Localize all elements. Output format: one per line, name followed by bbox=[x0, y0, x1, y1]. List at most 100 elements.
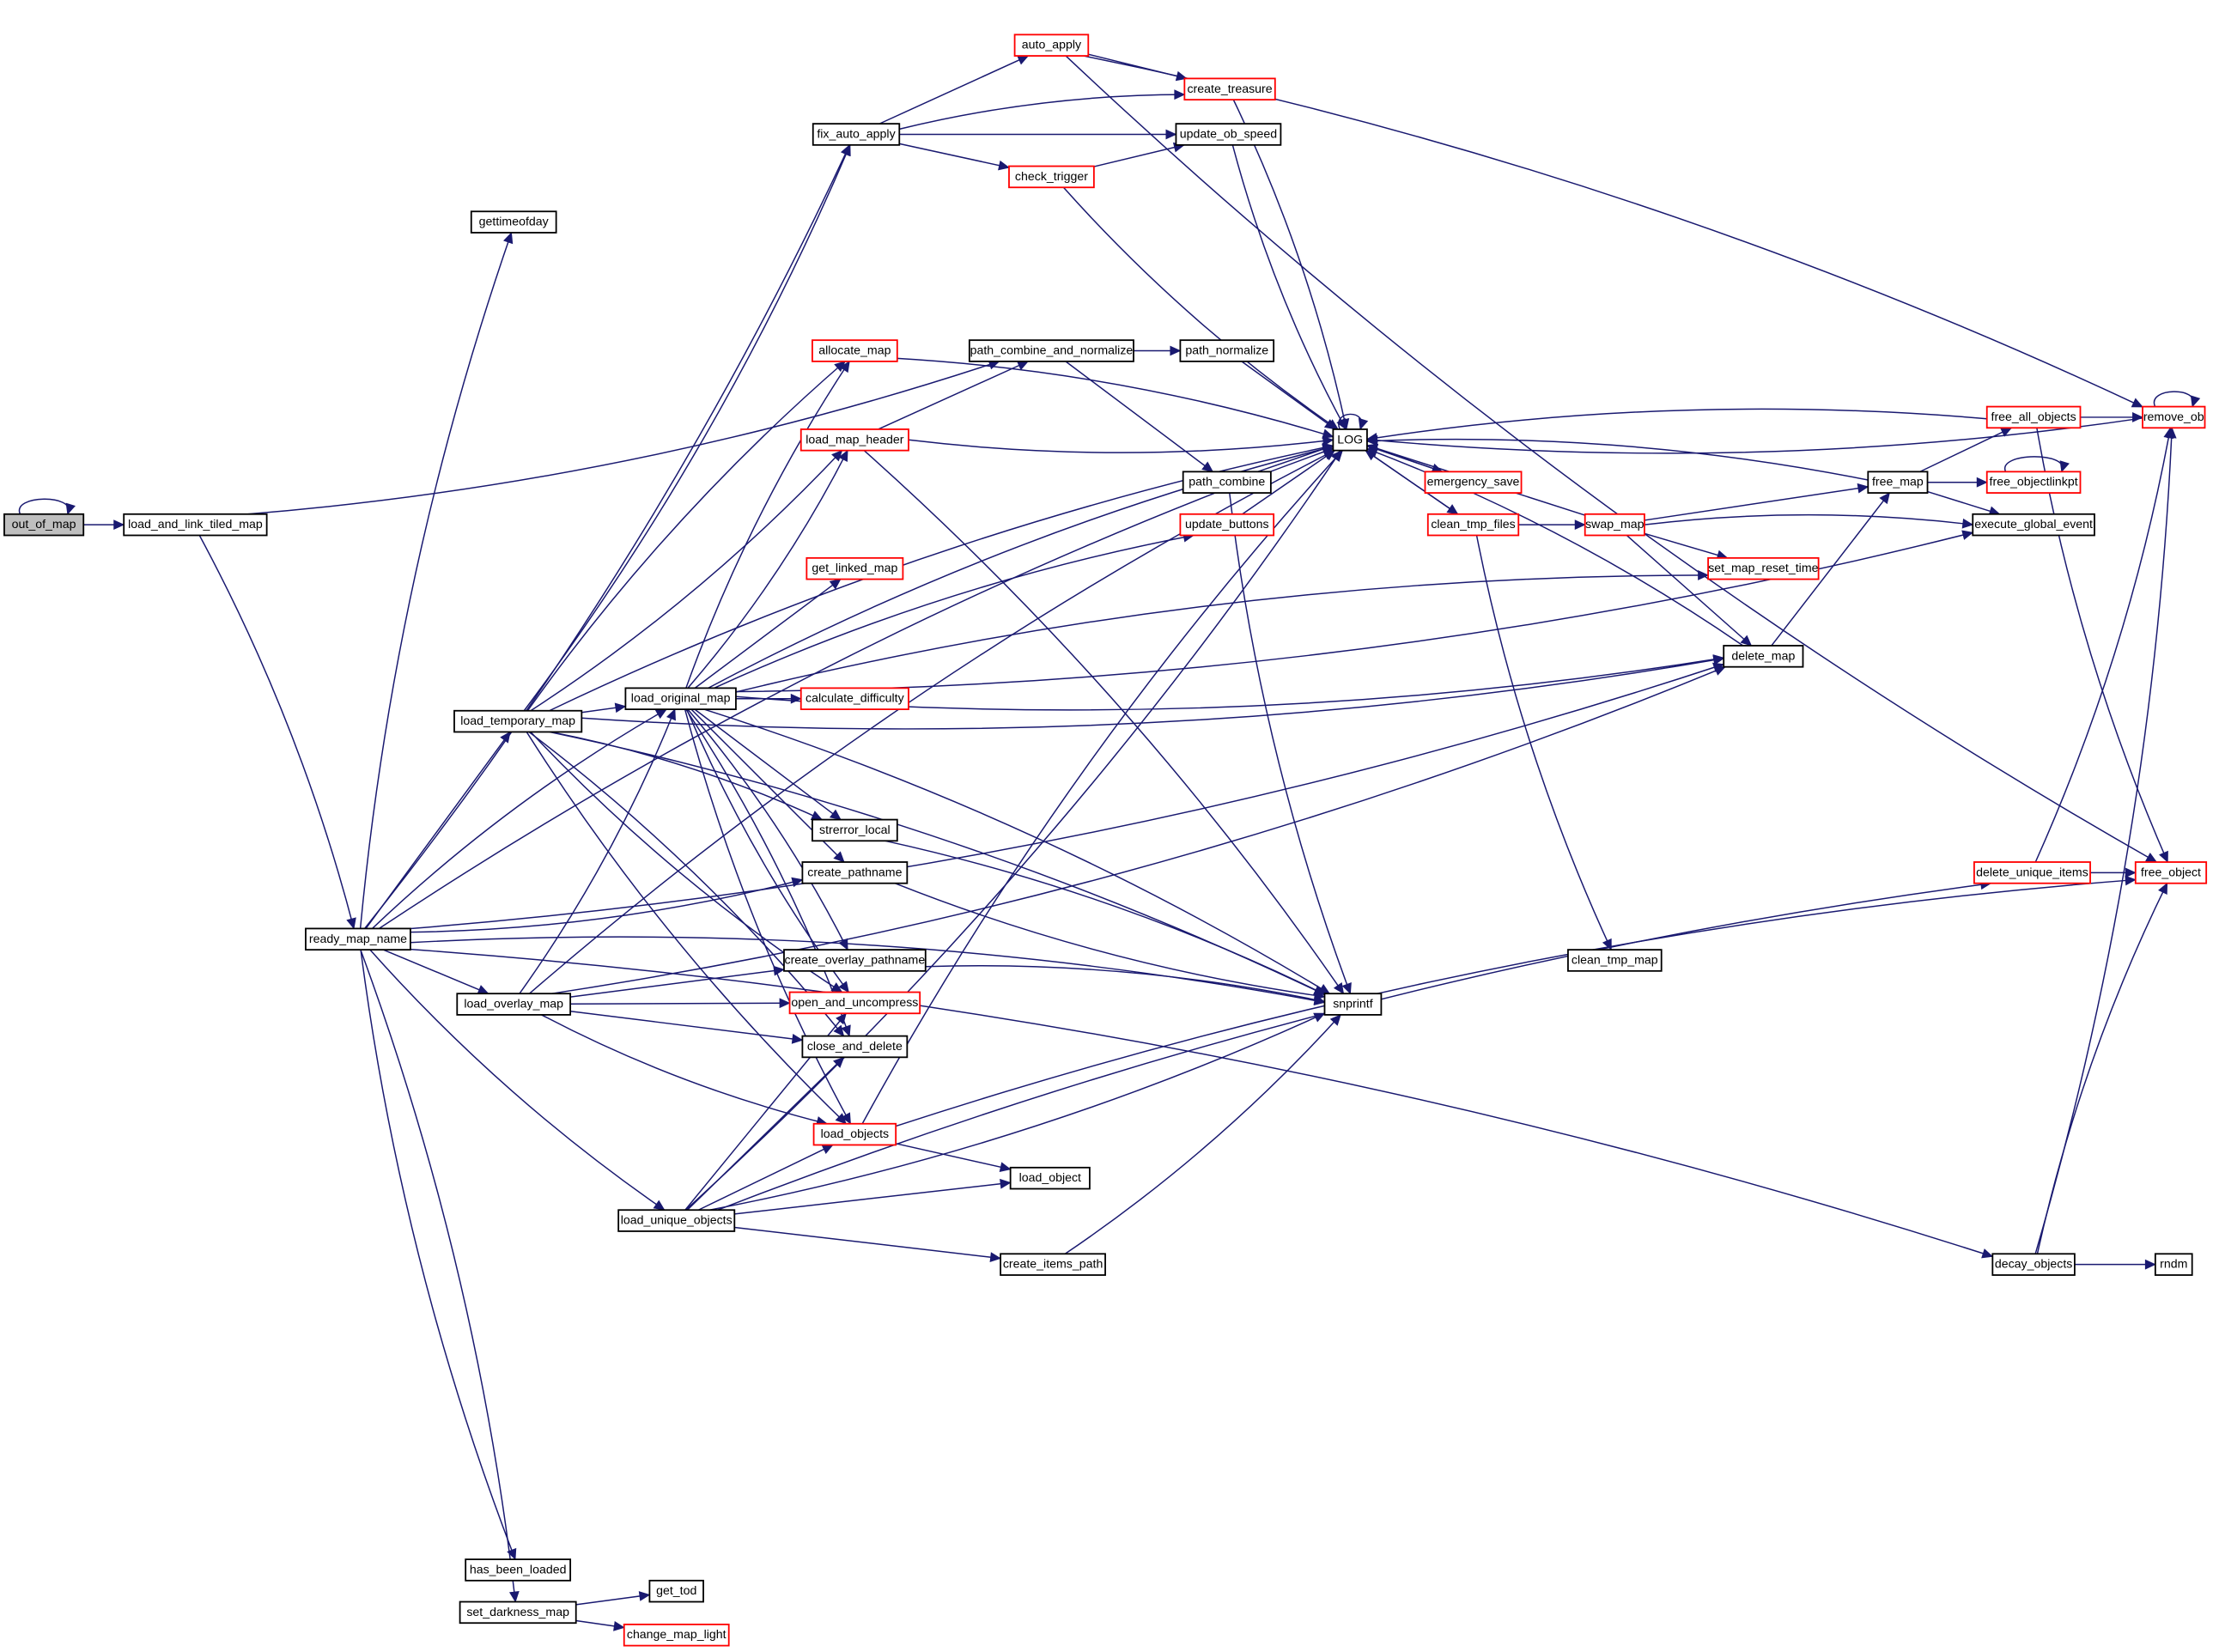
node-delete-map[interactable]: delete_map bbox=[1723, 645, 1804, 668]
edge-swap-map-to-free-map bbox=[1644, 486, 1869, 521]
node-label: LOG bbox=[1337, 433, 1363, 446]
node-update-ob-speed[interactable]: update_ob_speed bbox=[1175, 123, 1282, 146]
node-gettimeofday[interactable]: gettimeofday bbox=[470, 210, 557, 234]
edge-clean-tmp-files-to-clean-tmp-map bbox=[1475, 535, 1612, 951]
arrowhead-set-darkness-map-to-change-map-light bbox=[613, 1620, 625, 1631]
node-change-map-light[interactable]: change_map_light bbox=[623, 1623, 730, 1647]
node-snprintf[interactable]: snprintf bbox=[1323, 993, 1383, 1016]
node-create-pathname[interactable]: create_pathname bbox=[801, 861, 909, 884]
arrowhead-delete-unique-items-to-free-object bbox=[2125, 867, 2137, 878]
node-has-been-loaded[interactable]: has_been_loaded bbox=[465, 1558, 572, 1582]
node-calculate-difficulty[interactable]: calculate_difficulty bbox=[799, 687, 909, 711]
node-label: free_all_objects bbox=[1991, 410, 2076, 424]
arrowhead-path-normalize-to-log bbox=[1323, 419, 1336, 430]
node-label: clean_tmp_files bbox=[1431, 518, 1515, 531]
node-label: load_and_link_tiled_map bbox=[128, 518, 263, 531]
node-get-linked-map[interactable]: get_linked_map bbox=[806, 556, 904, 580]
edge-load-temporary-map-to-delete-map bbox=[581, 658, 1724, 730]
node-label: path_normalize bbox=[1185, 344, 1268, 358]
node-set-darkness-map[interactable]: set_darkness_map bbox=[459, 1600, 577, 1625]
node-create-items-path[interactable]: create_items_path bbox=[1000, 1253, 1106, 1276]
arrowhead-auto-apply-to-free-object bbox=[2144, 852, 2158, 863]
edge-free-map-to-free-all-objects bbox=[1919, 427, 2012, 473]
edge-load-unique-objects-to-log bbox=[684, 450, 1342, 1211]
edge-load-original-map-to-close-and-delete bbox=[685, 708, 850, 1036]
node-label: load_unique_objects bbox=[621, 1214, 733, 1228]
node-load-temporary-map[interactable]: load_temporary_map bbox=[453, 709, 583, 733]
node-log[interactable]: LOG bbox=[1332, 428, 1368, 452]
node-box bbox=[799, 687, 909, 711]
node-box bbox=[1179, 339, 1275, 362]
node-load-and-link-tiled-map[interactable]: load_and_link_tiled_map bbox=[123, 513, 268, 537]
edge-create-pathname-to-snprintf bbox=[894, 883, 1325, 998]
node-path-combine[interactable]: path_combine bbox=[1182, 471, 1272, 494]
edge-load-overlay-map-to-open-and-uncompress bbox=[570, 1002, 790, 1005]
node-create-treasure[interactable]: create_treasure bbox=[1183, 77, 1276, 101]
node-decay-objects[interactable]: decay_objects bbox=[1991, 1253, 2076, 1276]
node-get-tod[interactable]: get_tod bbox=[648, 1579, 704, 1603]
node-path-normalize[interactable]: path_normalize bbox=[1179, 339, 1275, 362]
node-emergency-save[interactable]: emergency_save bbox=[1424, 471, 1523, 494]
node-label: create_overlay_pathname bbox=[784, 953, 925, 967]
node-load-unique-objects[interactable]: load_unique_objects bbox=[617, 1209, 736, 1232]
node-ready-map-name[interactable]: ready_map_name bbox=[305, 927, 411, 951]
node-check-trigger[interactable]: check_trigger bbox=[1008, 165, 1095, 189]
arrowhead-log-to-log bbox=[1358, 417, 1369, 430]
edge-ready-map-name-to-fix-auto-apply bbox=[364, 144, 851, 929]
node-box bbox=[2142, 405, 2206, 429]
arrowhead-delete-map-to-free-map bbox=[1879, 492, 1890, 505]
node-layer: out_of_map load_and_link_tiled_map ready_m… bbox=[3, 33, 2208, 1647]
node-box bbox=[1000, 1253, 1106, 1276]
node-open-and-uncompress[interactable]: open_and_uncompress bbox=[788, 991, 921, 1015]
node-out-of-map[interactable]: out_of_map bbox=[3, 513, 85, 537]
node-clean-tmp-files[interactable]: clean_tmp_files bbox=[1426, 513, 1520, 537]
node-box bbox=[968, 339, 1134, 362]
edge-delete-map-to-free-map bbox=[1771, 492, 1890, 647]
node-box bbox=[3, 513, 85, 537]
node-path-combine-and-normalize[interactable]: path_combine_and_normalize bbox=[968, 339, 1134, 362]
node-free-all-objects[interactable]: free_all_objects bbox=[1985, 405, 2082, 429]
arrowhead-set-darkness-map-to-get-tod bbox=[638, 1591, 651, 1601]
edge-load-map-header-to-path-combine-and-normalize bbox=[878, 361, 1029, 430]
node-delete-unique-items[interactable]: delete_unique_items bbox=[1973, 861, 2091, 884]
edge-swap-map-to-delete-map bbox=[1626, 534, 1752, 647]
node-box bbox=[1179, 513, 1275, 537]
edge-decay-objects-to-free-object bbox=[2036, 883, 2168, 1254]
node-load-object[interactable]: load_object bbox=[1009, 1166, 1091, 1190]
node-free-objectlinkpt[interactable]: free_objectlinkpt bbox=[1985, 471, 2082, 494]
node-remove-ob[interactable]: remove_ob bbox=[2142, 405, 2206, 429]
node-label: create_pathname bbox=[807, 865, 902, 879]
node-close-and-delete[interactable]: close_and_delete bbox=[801, 1035, 909, 1059]
node-fix-auto-apply[interactable]: fix_auto_apply bbox=[812, 123, 901, 146]
arrowhead-load-original-map-to-strerror-local bbox=[829, 809, 842, 821]
arrowhead-load-unique-objects-to-open-and-uncompress bbox=[836, 1012, 847, 1025]
node-free-map[interactable]: free_map bbox=[1867, 471, 1929, 494]
arrowhead-auto-apply-to-remove-ob bbox=[2131, 398, 2143, 408]
node-swap-map[interactable]: swap_map bbox=[1584, 513, 1645, 537]
arrowhead-load-temporary-map-to-load-map-header bbox=[831, 449, 843, 462]
edge-auto-apply-to-free-object bbox=[1065, 55, 2157, 863]
node-load-map-header[interactable]: load_map_header bbox=[799, 428, 909, 452]
arrowhead-load-unique-objects-to-load-objects bbox=[821, 1145, 834, 1154]
node-clean-tmp-map[interactable]: clean_tmp_map bbox=[1567, 949, 1663, 972]
arrowhead-ready-map-name-to-set-darkness-map bbox=[508, 1590, 520, 1603]
node-load-objects[interactable]: load_objects bbox=[812, 1122, 897, 1146]
node-create-overlay-pathname[interactable]: create_overlay_pathname bbox=[783, 949, 927, 972]
node-strerror-local[interactable]: strerror_local bbox=[812, 818, 898, 842]
node-box bbox=[806, 556, 904, 580]
node-execute-global-event[interactable]: execute_global_event bbox=[1972, 513, 2095, 537]
node-label: create_items_path bbox=[1003, 1258, 1103, 1272]
node-set-map-reset-time[interactable]: set_map_reset_time bbox=[1707, 556, 1820, 580]
node-rndm[interactable]: rndm bbox=[2154, 1253, 2193, 1276]
arrowhead-load-objects-to-free-object bbox=[2125, 875, 2137, 886]
node-free-object[interactable]: free_object bbox=[2134, 861, 2208, 884]
arrowhead-load-unique-objects-to-load-object bbox=[1000, 1178, 1012, 1189]
node-auto-apply[interactable]: auto_apply bbox=[1013, 33, 1090, 57]
node-load-overlay-map[interactable]: load_overlay_map bbox=[456, 993, 572, 1016]
edge-load-original-map-to-create-overlay-pathname bbox=[687, 708, 848, 951]
edge-swap-map-to-execute-global-event bbox=[1644, 513, 1973, 525]
node-load-original-map[interactable]: load_original_map bbox=[624, 687, 737, 711]
arrowhead-path-combine-and-normalize-to-path-combine bbox=[1201, 461, 1214, 472]
node-allocate-map[interactable]: allocate_map bbox=[812, 339, 898, 362]
node-update-buttons[interactable]: update_buttons bbox=[1179, 513, 1275, 537]
